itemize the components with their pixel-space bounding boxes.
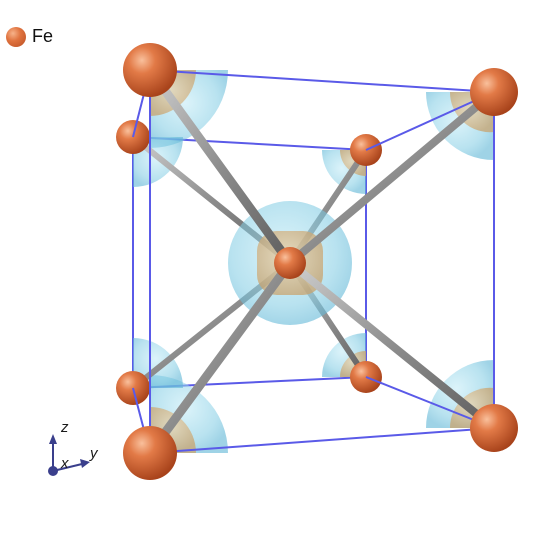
fe-atom: [470, 68, 518, 116]
fe-atom: [470, 404, 518, 452]
axis-triad: z y x: [48, 419, 99, 476]
fe-atom-swatch-icon: [6, 26, 26, 47]
bonds-front: [145, 65, 498, 458]
axis-label-y: y: [89, 445, 99, 462]
fe-atom: [123, 426, 177, 480]
legend: Fe: [6, 26, 53, 47]
atoms-front: [123, 43, 518, 480]
legend-label-fe: Fe: [32, 26, 54, 46]
fe-atom-center: [274, 247, 306, 279]
unit-cell-front-edges: [132, 69, 495, 454]
axis-label-z: z: [60, 419, 69, 436]
axis-label-x: x: [60, 455, 69, 472]
fe-atom: [123, 43, 177, 97]
